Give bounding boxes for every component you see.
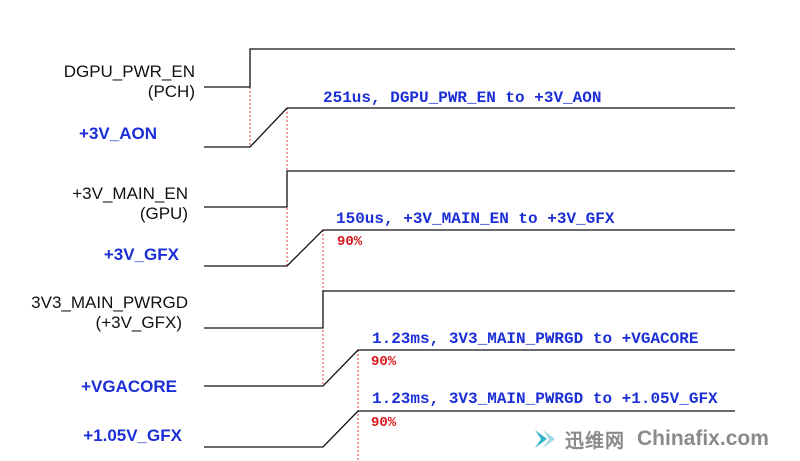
waveform-3v-main-en [204,170,735,208]
chinafix-logo-icon [533,426,559,452]
threshold-label-vgacore: 90% [371,354,397,370]
annotation-main-en-to-3v-gfx: 150us, +3V_MAIN_EN to +3V_GFX [336,210,615,228]
annotation-pwrgd-to-1v05-gfx: 1.23ms, 3V3_MAIN_PWRGD to +1.05V_GFX [372,390,718,408]
annotation-dgpu-to-3v-aon: 251us, DGPU_PWR_EN to +3V_AON [323,89,601,107]
watermark: 迅维网 Chinafix.com [515,417,800,461]
waveform-3v3-main-pwrgd [204,290,735,329]
signal-label-3v-gfx: +3V_GFX [104,245,180,264]
signal-label-1v05-gfx: +1.05V_GFX [83,426,182,445]
annotation-pwrgd-to-vgacore: 1.23ms, 3V3_MAIN_PWRGD to +VGACORE [372,330,698,348]
signal-source-dgpu-pwr-en: (PCH) [148,82,195,101]
waveform-dgpu-pwr-en [204,48,735,88]
threshold-label-3v-gfx: 90% [337,234,363,250]
threshold-label-1v05-gfx: 90% [371,415,397,431]
waveform-3v-aon [204,107,735,148]
signal-source-3v3-main-pwrgd: (+3V_GFX) [96,313,182,332]
signal-label-3v-aon: +3V_AON [79,124,157,143]
waveform-vgacore [204,349,735,387]
watermark-site: Chinafix.com [637,427,769,450]
signal-label-vgacore: +VGACORE [81,377,177,396]
waveform-3v-gfx [204,229,735,267]
waveform-1v05-gfx [204,410,735,448]
signal-label-3v-main-en: +3V_MAIN_EN [72,184,188,203]
signal-label-3v3-main-pwrgd: 3V3_MAIN_PWRGD [31,293,188,312]
watermark-brand-cn: 迅维网 [565,430,626,452]
signal-label-dgpu-pwr-en: DGPU_PWR_EN [64,62,195,81]
signal-source-3v-main-en: (GPU) [140,204,188,223]
